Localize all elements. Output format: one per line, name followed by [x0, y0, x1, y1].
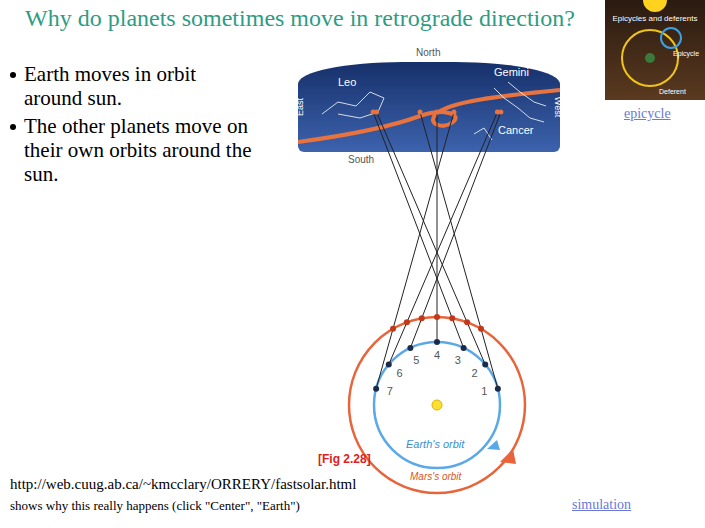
gemini-figure: [508, 82, 546, 106]
earth-position: [386, 362, 392, 368]
earth-position: [407, 345, 413, 351]
earth-position: [461, 345, 467, 351]
inset-label: Deferent: [659, 88, 686, 95]
bullet-text: The other planets move on their own orbi…: [24, 114, 259, 186]
compass-label: East: [295, 98, 305, 116]
sight-line: [373, 112, 464, 348]
constellation-name: Leo: [338, 76, 356, 88]
sight-line: [410, 112, 501, 348]
position-number: 1: [481, 385, 487, 397]
position-number: 7: [387, 385, 393, 397]
position-number: 3: [455, 354, 461, 366]
sky-position: [498, 110, 503, 115]
position-number: 2: [472, 367, 478, 379]
constellation-name: Cancer: [498, 124, 533, 136]
bullet-dot: [10, 124, 16, 130]
compass-label: South: [348, 154, 374, 165]
mars-orbit-arrow: [500, 449, 516, 464]
sun: [432, 400, 442, 410]
position-number: 5: [413, 354, 419, 366]
mars-position: [404, 319, 410, 325]
figure-reference: [Fig 2.28]: [318, 452, 371, 466]
mars-position: [478, 326, 484, 332]
sky-position: [418, 110, 423, 115]
sky-position: [495, 110, 500, 115]
mars-position: [434, 314, 440, 320]
bullet-dot: [10, 72, 16, 78]
sun-glow: [643, 0, 667, 12]
inset-label: Epicycle: [673, 50, 699, 57]
earth-position: [434, 339, 440, 345]
sky-position: [371, 110, 376, 115]
mars-position: [419, 315, 425, 321]
earth-orbit: [374, 342, 500, 468]
mars-position: [464, 319, 470, 325]
slide-title: Why do planets sometimes move in retrogr…: [0, 4, 600, 32]
sight-line: [420, 112, 498, 389]
planet-path: [298, 90, 560, 142]
sight-line: [377, 112, 486, 365]
sight-line: [437, 112, 438, 342]
link-text: simulation: [572, 497, 631, 513]
sky-position: [374, 110, 379, 115]
epicycle-circle: [661, 28, 681, 48]
earth-position: [482, 362, 488, 368]
mars-position: [390, 326, 396, 332]
constellation-name: Gemini: [494, 66, 529, 78]
compass-label: West: [553, 97, 563, 117]
inset-title: Epicycles and deferents: [609, 14, 701, 23]
epicycle-inset: Epicycles and deferentsEpicycleDeferent: [605, 0, 705, 100]
orbit-label: Mars's orbit: [410, 471, 461, 482]
position-number: 4: [434, 349, 440, 361]
earth-dot: [645, 53, 655, 63]
earth-position: [373, 386, 379, 392]
mars-orbit: [349, 317, 525, 493]
leo-figure: [322, 92, 384, 118]
earth-position: [495, 386, 501, 392]
cancer-figure: [474, 128, 492, 140]
compass-label: North: [416, 47, 440, 58]
orbit-label: Earth's orbit: [406, 438, 464, 450]
link-text: epicycle: [624, 106, 671, 122]
deferent-circle: [622, 30, 678, 86]
bullet-text: Earth moves in orbit around sun.: [24, 62, 259, 110]
sky-band: NorthSouthEastWestLeoGeminiCancer: [298, 62, 560, 152]
gemini-figure: [494, 88, 544, 122]
note-text: shows why this really happens (click "Ce…: [10, 498, 300, 514]
earth-orbit-arrow: [487, 440, 500, 450]
sky-position: [451, 110, 456, 115]
mars-position: [449, 315, 455, 321]
position-number: 6: [396, 367, 402, 379]
sight-line: [376, 112, 454, 389]
sight-line: [389, 112, 498, 365]
sky-position: [435, 110, 440, 115]
url-text: http://web.cuug.ab.ca/~kmcclary/ORRERY/f…: [10, 476, 356, 493]
